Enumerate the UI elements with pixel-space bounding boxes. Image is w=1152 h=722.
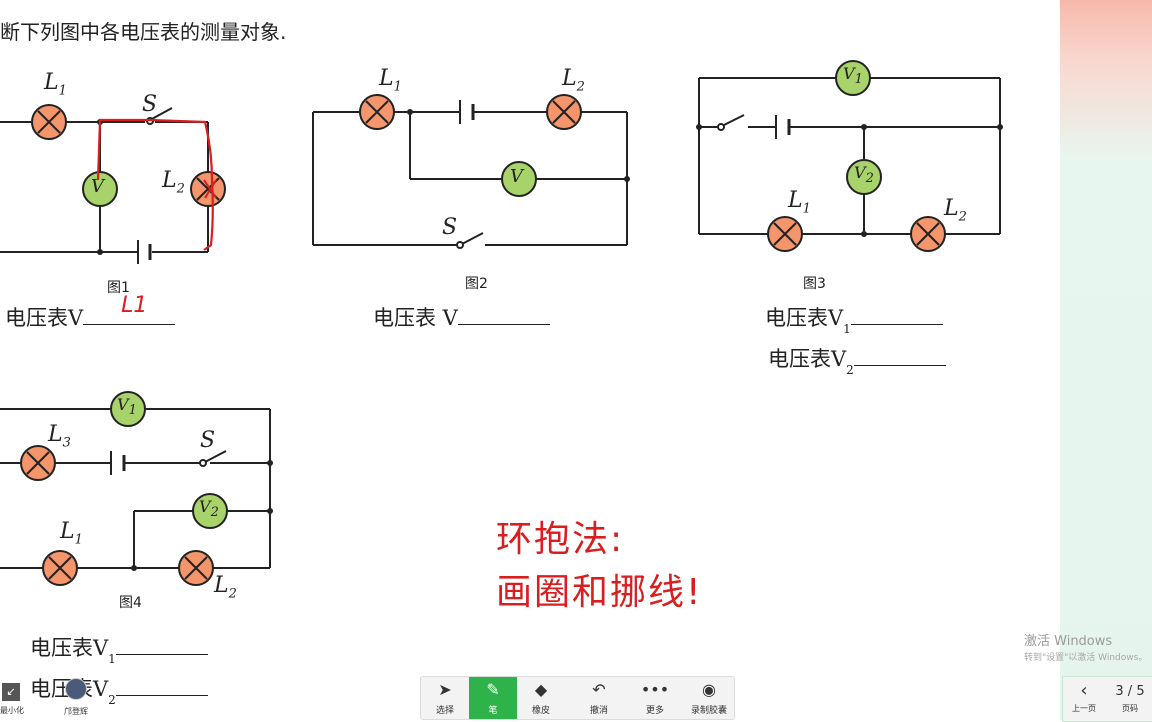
label-l3: L3 xyxy=(48,422,71,451)
label-switch: S xyxy=(442,215,458,240)
lamp-l1-fig3 xyxy=(767,216,803,252)
label-l1: L1 xyxy=(379,66,402,95)
label-v2: V2 xyxy=(199,497,219,521)
record-icon: ◉ xyxy=(702,680,716,699)
node-dot xyxy=(97,249,103,255)
label-l2: L2 xyxy=(562,66,585,95)
label-v1: V1 xyxy=(117,395,137,419)
select-tool-button[interactable]: ➤ 选择 xyxy=(421,677,469,719)
lamp-l2-fig1 xyxy=(190,171,226,207)
label-l2: L2 xyxy=(214,573,237,602)
handwritten-answer: L1 xyxy=(121,293,148,318)
avatar xyxy=(65,678,87,700)
label-switch: S xyxy=(142,92,158,117)
more-icon: ••• xyxy=(640,680,670,699)
question-title: 断下列图中各电压表的测量对象. xyxy=(0,20,287,44)
right-side-panel xyxy=(1060,0,1152,720)
lamp-l2-fig4 xyxy=(178,550,214,586)
page-navigator: ‹ 上一页 3 / 5 页码 xyxy=(1062,676,1152,722)
figure-caption-4: 图4 xyxy=(119,595,142,611)
label-voltmeter: V xyxy=(510,166,523,187)
minimize-icon: ↙ xyxy=(2,683,20,701)
label-v2: V2 xyxy=(854,163,874,187)
circuit-diagrams xyxy=(0,60,1003,586)
pen-tool-button[interactable]: ✎ 笔 xyxy=(469,677,517,719)
lamp-l1-fig4 xyxy=(42,550,78,586)
more-button[interactable]: ••• 更多 xyxy=(631,677,679,719)
cursor-icon: ➤ xyxy=(438,680,452,699)
answer-line-fig1: 电压表V L1 xyxy=(5,293,176,332)
circuit-figure-2 xyxy=(312,100,628,246)
label-l1: L1 xyxy=(788,188,811,217)
figure-caption-3: 图3 xyxy=(803,276,826,292)
user-avatar-button[interactable]: 邝登辉 xyxy=(56,678,96,720)
answer-line-fig2: 电压表 V xyxy=(373,302,550,332)
label-voltmeter: V xyxy=(91,176,104,197)
prev-page-button[interactable]: ‹ 上一页 xyxy=(1069,679,1099,714)
label-l2: L2 xyxy=(162,168,185,197)
annotation-line-2: 画圈和挪线! xyxy=(496,572,703,613)
lamp-l1-fig1 xyxy=(31,104,67,140)
lamp-l1-fig2 xyxy=(359,94,395,130)
lamp-l2-fig3 xyxy=(910,216,946,252)
red-ink-cross xyxy=(203,179,217,199)
lamp-l2-fig2 xyxy=(546,94,582,130)
eraser-icon: ◆ xyxy=(534,680,548,699)
red-ink-annotation xyxy=(96,118,214,251)
undo-icon: ↶ xyxy=(592,680,606,699)
eraser-tool-button[interactable]: ◆ 橡皮 xyxy=(517,677,565,719)
circuit-figure-3 xyxy=(698,77,1001,235)
label-l1: L1 xyxy=(60,519,83,548)
annotation-toolbar: ➤ 选择 ✎ 笔 ◆ 橡皮 ↶ 撤消 ••• 更多 ◉ 录制胶囊 xyxy=(420,676,735,720)
record-capsule-button[interactable]: ◉ 录制胶囊 xyxy=(685,677,733,719)
circuit-figure-4 xyxy=(0,408,271,569)
minimize-button[interactable]: ↙ 最小化 xyxy=(0,683,24,715)
page-number: 3 / 5 xyxy=(1115,684,1145,699)
page-indicator-button[interactable]: 3 / 5 页码 xyxy=(1107,681,1152,714)
undo-button[interactable]: ↶ 撤消 xyxy=(575,677,623,719)
answer-line-fig3-v2: 电压表V2 xyxy=(768,343,946,377)
activation-watermark-hint: 转到"设置"以激活 Windows。 xyxy=(1024,653,1148,663)
answer-line-fig3-v1: 电压表V1 xyxy=(765,302,943,336)
activation-watermark: 激活 Windows xyxy=(1024,634,1113,649)
figure-caption-2: 图2 xyxy=(465,276,488,292)
lamp-l3-fig4 xyxy=(20,445,56,481)
label-l2: L2 xyxy=(944,196,967,225)
figure-caption-1: 图1 xyxy=(107,280,130,296)
answer-line-fig4-v1: 电压表V1 xyxy=(30,632,208,666)
chevron-left-icon: ‹ xyxy=(1080,680,1088,701)
label-switch: S xyxy=(200,428,216,453)
label-v1: V1 xyxy=(843,64,863,88)
annotation-line-1: 环抱法: xyxy=(496,519,625,560)
user-name: 邝登辉 xyxy=(64,707,88,716)
label-l1: L1 xyxy=(44,70,67,99)
pen-icon: ✎ xyxy=(486,680,500,699)
